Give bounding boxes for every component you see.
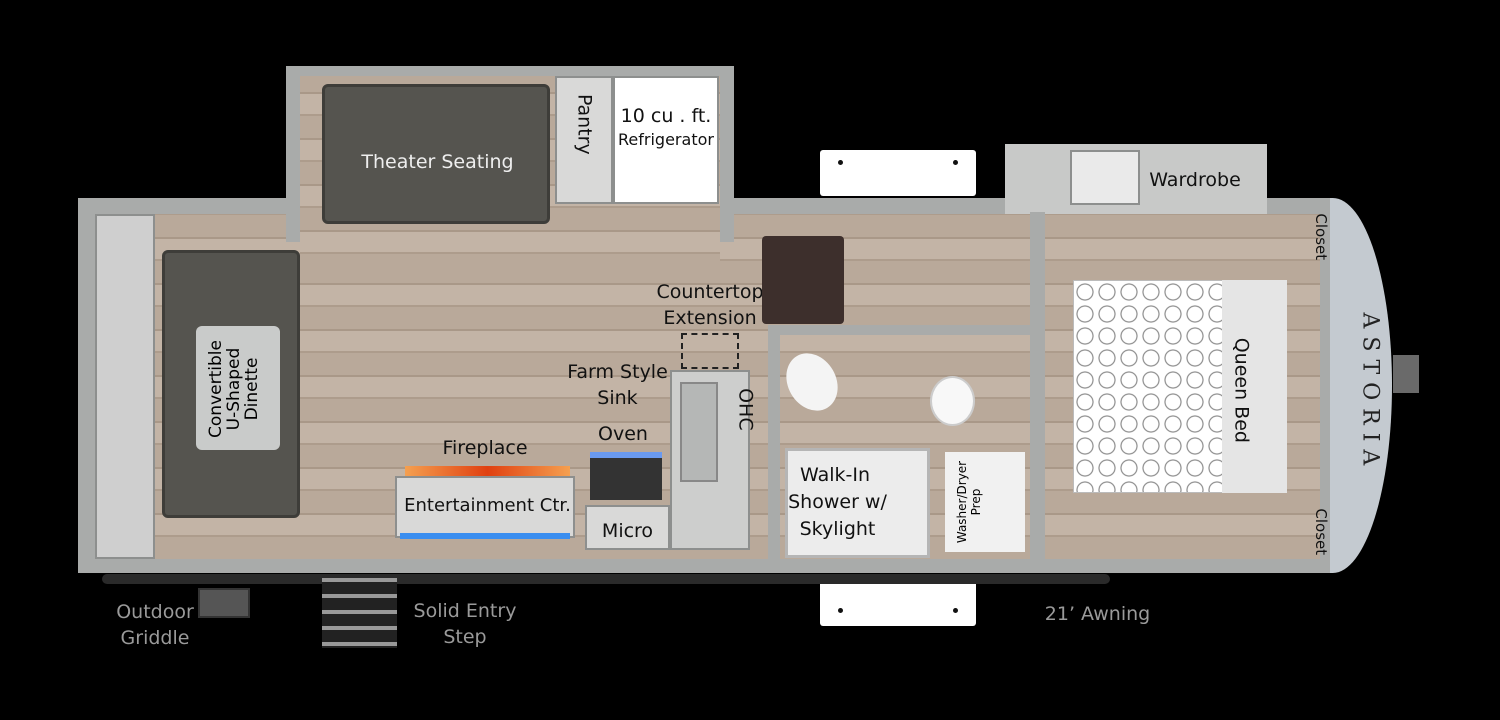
washer-label-2: Prep: [969, 488, 984, 516]
queen-bed-label: Queen Bed: [1230, 337, 1253, 443]
pantry-label: Pantry: [573, 93, 596, 155]
sink-label-1: Farm Style: [567, 361, 668, 383]
hitch: [1393, 355, 1419, 393]
dinette-label: Convertible U-Shaped Dinette: [206, 319, 262, 459]
griddle-label-1: Outdoor: [116, 601, 194, 623]
wardrobe-cabinet: [1070, 150, 1140, 205]
farm-style-sink: [680, 382, 718, 482]
queen-bed: [1073, 280, 1223, 493]
countertop-extension: [681, 333, 739, 369]
slide-topper-bottom: [820, 578, 976, 626]
slide-topper-top: [820, 150, 976, 196]
countertop-label-1: Countertop: [656, 281, 764, 303]
entertainment-light: [400, 533, 570, 539]
shower-label-1: Walk-In: [800, 464, 870, 486]
microwave: [585, 505, 670, 550]
countertop-label-2: Extension: [663, 307, 757, 329]
recliner: [762, 236, 844, 324]
dinette-table: [196, 326, 280, 450]
astoria-logo: ASTORIA: [1357, 312, 1383, 474]
shower-label-2: Shower w/: [788, 491, 887, 513]
fireplace-label: Fireplace: [442, 437, 528, 459]
bathroom-wall: [768, 325, 1038, 335]
refrigerator-label-2: Refrigerator: [618, 130, 714, 149]
lavatory-sink: [930, 376, 975, 426]
oven-label: Oven: [598, 423, 648, 445]
micro-label: Micro: [601, 520, 654, 542]
sink-label-2: Sink: [597, 387, 638, 409]
theater-seating-label: Theater Seating: [361, 151, 514, 173]
pantry: [555, 76, 613, 204]
awning-label: 21’ Awning: [1044, 603, 1151, 625]
bathroom-wall-left: [768, 325, 780, 560]
entry-steps: [322, 578, 397, 648]
shower-label-3: Skylight: [799, 518, 876, 540]
dinette-label-2: U-Shaped: [223, 347, 244, 431]
ohc-label: OHC: [734, 388, 757, 431]
dinette-label-3: Dinette: [241, 357, 262, 421]
washer-dryer-prep: [945, 452, 1025, 552]
fireplace: [405, 466, 570, 476]
closet-top-label: Closet: [1311, 213, 1330, 261]
oven: [590, 452, 662, 500]
closet-bottom-label: Closet: [1311, 508, 1330, 556]
theater-seating: [322, 84, 550, 224]
entertainment-label: Entertainment Ctr.: [404, 495, 571, 516]
outdoor-griddle: [198, 588, 250, 618]
refrigerator-label-1: 10 cu . ft.: [620, 105, 712, 127]
washer-dryer-label: Washer/Dryer Prep: [955, 452, 995, 552]
pillows: [1222, 280, 1287, 493]
refrigerator: [613, 76, 719, 204]
walk-in-shower: [785, 448, 930, 558]
bathroom-wall-right: [1030, 212, 1045, 562]
step-label-1: Solid Entry: [413, 600, 517, 622]
awning-rail: [102, 574, 1110, 584]
washer-label-1: Washer/Dryer: [955, 460, 969, 544]
rear-window-area: [95, 214, 155, 559]
step-label-2: Step: [443, 626, 487, 648]
griddle-label-2: Griddle: [120, 627, 190, 649]
wardrobe-label: Wardrobe: [1149, 169, 1241, 191]
